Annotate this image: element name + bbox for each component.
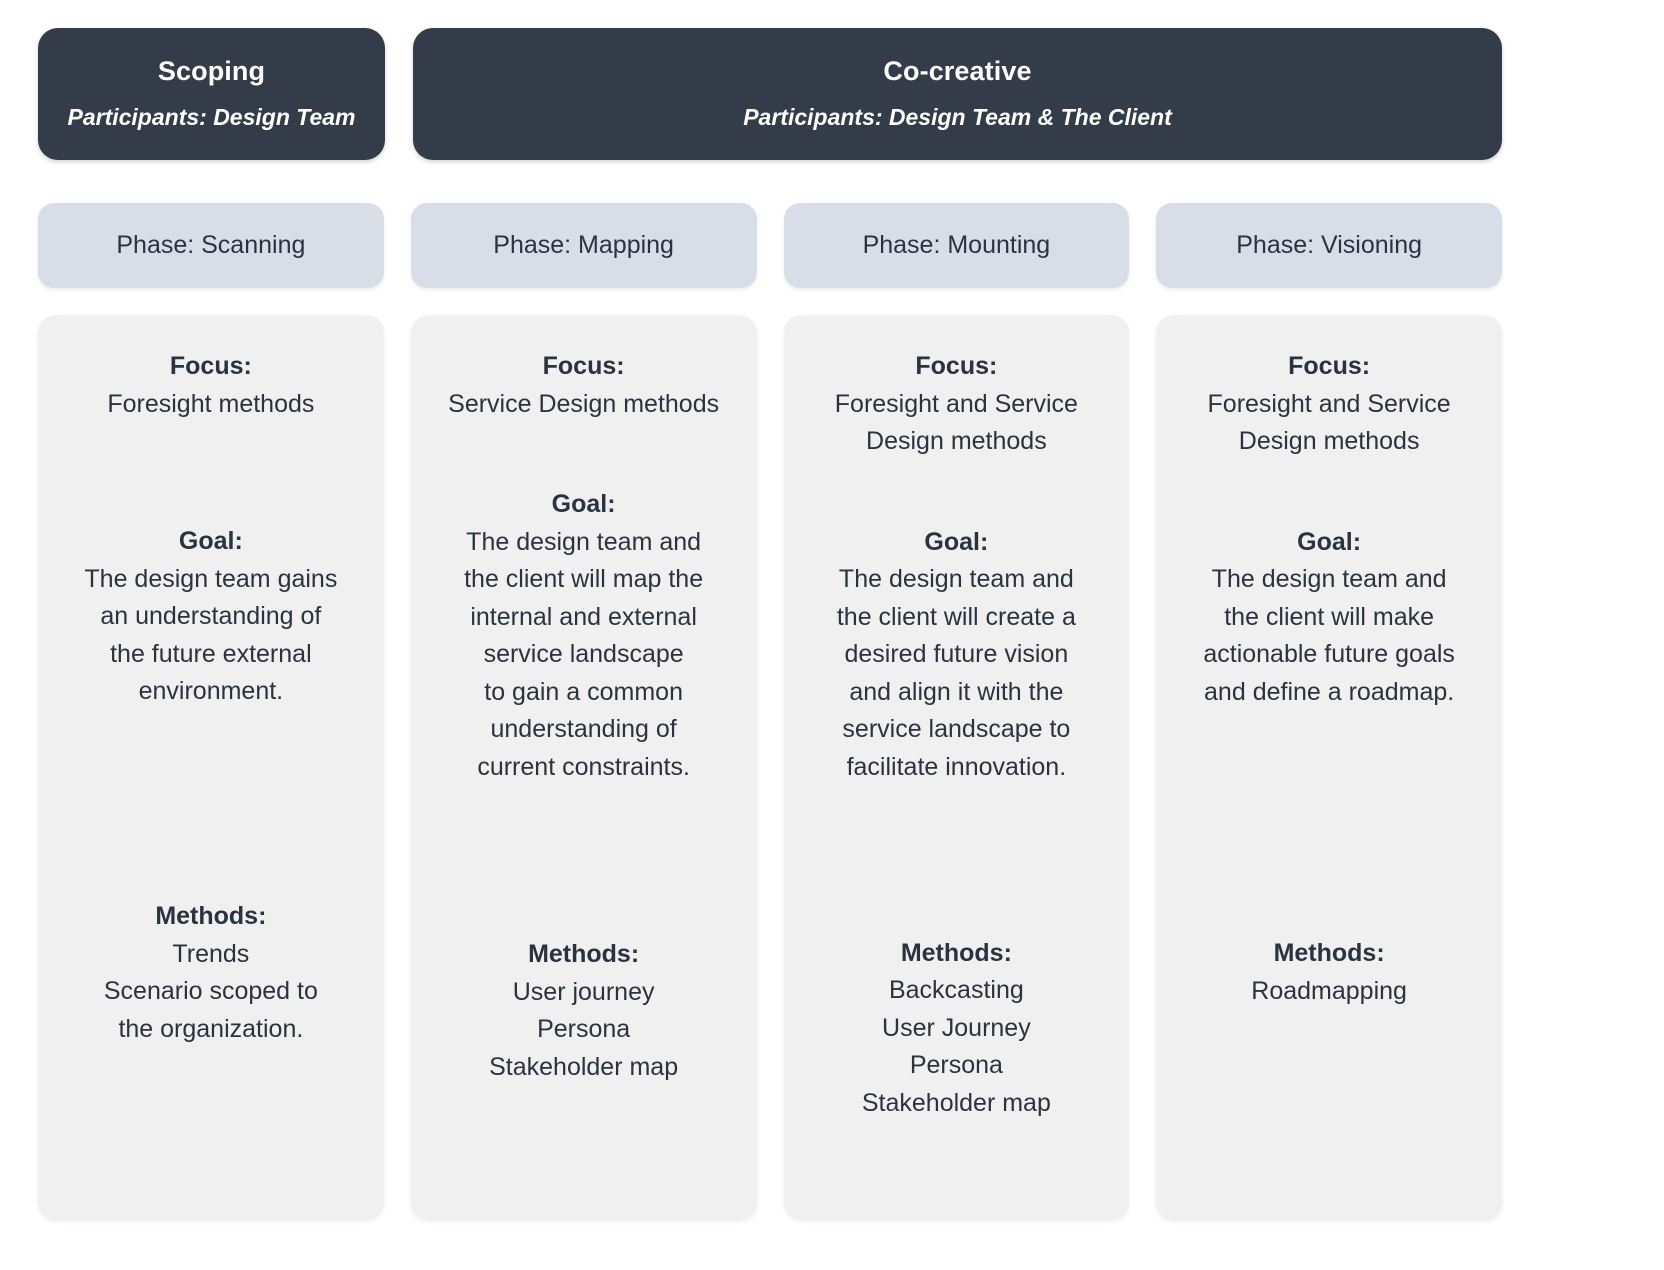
stage-box-co-creative: Co-creative Participants: Design Team & …	[413, 28, 1502, 160]
focus-section: Focus: Service Design methods	[425, 348, 743, 423]
goal-section: Goal: The design team gains an understan…	[52, 523, 370, 711]
methods-section: Methods: Backcasting User Journey Person…	[798, 935, 1116, 1123]
methods-section: Methods: User journey Persona Stakeholde…	[425, 936, 743, 1086]
column-mapping: Phase: Mapping Focus: Service Design met…	[410, 203, 757, 1220]
phase-label-scanning: Phase: Scanning	[38, 203, 384, 288]
goal-label: Goal:	[1297, 527, 1362, 556]
spacer	[52, 423, 370, 523]
phase-label-mounting: Phase: Mounting	[783, 203, 1130, 288]
focus-value: Foresight and Service Design methods	[834, 389, 1078, 456]
focus-value: Foresight methods	[107, 389, 315, 418]
focus-section: Focus: Foresight methods	[52, 348, 370, 423]
methods-label: Methods:	[1273, 939, 1385, 967]
methods-label: Methods:	[900, 938, 1012, 967]
goal-value: The design team gains an understanding o…	[84, 564, 338, 706]
focus-label: Focus:	[1288, 352, 1371, 380]
methods-value: Trends Scenario scoped to the organizati…	[103, 939, 318, 1043]
goal-label: Goal:	[924, 527, 989, 556]
goal-value: The design team and the client will make…	[1203, 565, 1455, 706]
focus-label: Focus:	[169, 352, 252, 380]
goal-value: The design team and the client will crea…	[836, 565, 1076, 781]
methods-section: Methods: Roadmapping	[1170, 935, 1488, 1010]
goal-section: Goal: The design team and the client wil…	[425, 486, 743, 786]
spacer	[425, 786, 743, 936]
stage-participants-co-creative: Participants: Design Team & The Client	[743, 103, 1172, 130]
stage-participants-scoping: Participants: Design Team	[67, 103, 356, 130]
phase-label-mapping: Phase: Mapping	[410, 203, 757, 288]
spacer	[52, 711, 370, 899]
stage-title-scoping: Scoping	[157, 56, 266, 87]
goal-value: The design team and the client will map …	[464, 527, 704, 781]
phase-columns: Phase: Scanning Focus: Foresight methods…	[38, 203, 1502, 1220]
methods-label: Methods:	[155, 902, 267, 930]
goal-section: Goal: The design team and the client wil…	[798, 524, 1116, 787]
content-card-visioning: Focus: Foresight and Service Design meth…	[1156, 315, 1502, 1220]
methods-label: Methods:	[528, 940, 640, 968]
focus-label: Focus:	[915, 352, 998, 380]
focus-section: Focus: Foresight and Service Design meth…	[798, 348, 1116, 461]
focus-section: Focus: Foresight and Service Design meth…	[1170, 348, 1488, 461]
content-card-mapping: Focus: Service Design methods Goal: The …	[410, 315, 757, 1220]
focus-value: Foresight and Service Design methods	[1207, 389, 1451, 456]
spacer	[425, 423, 743, 486]
phase-label-visioning: Phase: Visioning	[1156, 203, 1502, 288]
column-visioning: Phase: Visioning Focus: Foresight and Se…	[1156, 203, 1502, 1220]
methods-value: User journey Persona Stakeholder map	[489, 977, 679, 1081]
goal-section: Goal: The design team and the client wil…	[1170, 524, 1488, 712]
methods-value: Backcasting User Journey Persona Stakeho…	[861, 976, 1051, 1117]
spacer	[1170, 711, 1488, 935]
stage-title-co-creative: Co-creative	[883, 56, 1032, 87]
column-mounting: Phase: Mounting Focus: Foresight and Ser…	[783, 203, 1130, 1220]
content-card-scanning: Focus: Foresight methods Goal: The desig…	[38, 315, 384, 1220]
focus-value: Service Design methods	[448, 389, 720, 418]
goal-label: Goal:	[178, 527, 243, 555]
stage-header-row: Scoping Participants: Design Team Co-cre…	[38, 28, 1502, 160]
content-card-mounting: Focus: Foresight and Service Design meth…	[783, 315, 1130, 1220]
spacer	[798, 461, 1116, 524]
spacer	[1170, 461, 1488, 524]
methods-section: Methods: Trends Scenario scoped to the o…	[52, 898, 370, 1048]
spacer	[798, 786, 1116, 935]
goal-label: Goal:	[551, 490, 616, 518]
stage-box-scoping: Scoping Participants: Design Team	[38, 28, 385, 160]
focus-label: Focus:	[542, 352, 625, 380]
methods-value: Roadmapping	[1251, 976, 1407, 1005]
column-scanning: Phase: Scanning Focus: Foresight methods…	[38, 203, 384, 1220]
